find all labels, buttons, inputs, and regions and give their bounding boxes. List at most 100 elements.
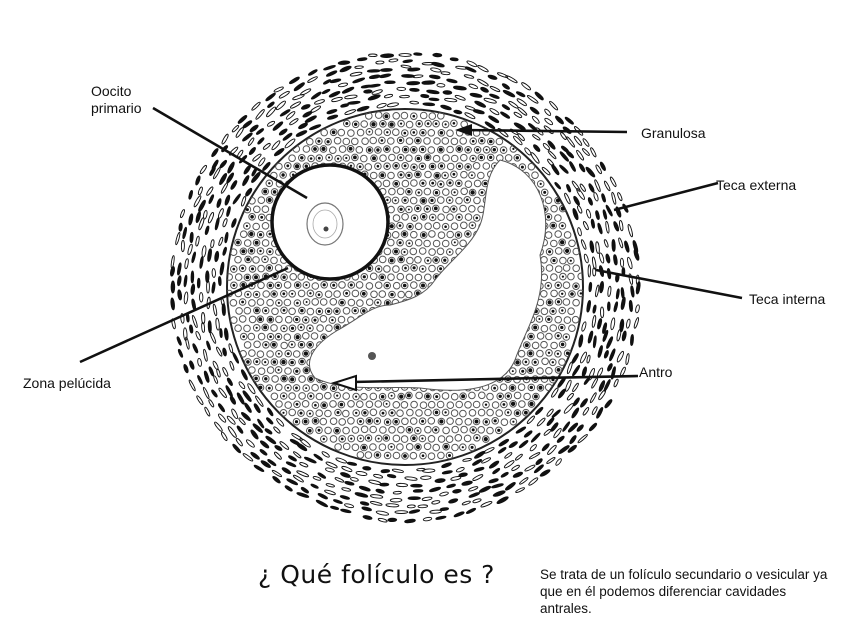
theca-cell	[630, 285, 635, 298]
granulosa-cell	[301, 400, 310, 408]
theca-cell	[401, 74, 415, 78]
granulosa-nucleus	[579, 292, 583, 295]
theca-cell	[421, 80, 436, 85]
granulosa-nucleus	[407, 428, 412, 432]
granulosa-cell	[333, 136, 342, 145]
granulosa-cell	[230, 265, 238, 273]
granulosa-cell	[459, 137, 468, 145]
theca-cell	[605, 253, 611, 264]
theca-cell	[524, 464, 536, 472]
granulosa-cell	[319, 145, 328, 153]
theca-cell	[526, 95, 539, 104]
granulosa-cell	[568, 290, 576, 298]
theca-cell	[429, 509, 442, 514]
granulosa-cell	[414, 256, 422, 264]
label-oocito-primario: Oocito primario	[91, 83, 142, 116]
granulosa-cell	[319, 315, 328, 323]
theca-cell	[264, 428, 273, 435]
theca-cell	[205, 270, 210, 284]
granulosa-cell	[531, 171, 539, 179]
theca-cell	[242, 175, 250, 187]
theca-cell	[578, 334, 584, 348]
granulosa-nucleus	[512, 147, 515, 150]
granulosa-cell	[382, 112, 391, 120]
granulosa-cell	[388, 409, 396, 417]
granulosa-nucleus	[349, 164, 353, 167]
granulosa-cell	[266, 350, 274, 358]
theca-cell	[627, 223, 633, 238]
granulosa-cell	[401, 179, 410, 188]
granulosa-cell	[302, 281, 311, 289]
granulosa-cell	[513, 154, 522, 162]
theca-cell	[396, 86, 407, 91]
granulosa-nucleus	[415, 291, 420, 296]
granulosa-cell	[369, 120, 378, 129]
granulosa-cell	[333, 290, 341, 298]
granulosa-cell	[401, 196, 409, 204]
granulosa-nucleus	[506, 394, 510, 398]
theca-cell	[547, 150, 557, 160]
theca-cell	[571, 407, 580, 419]
granulosa-cell	[284, 384, 292, 392]
granulosa-nucleus	[430, 198, 434, 202]
granulosa-cell	[451, 425, 460, 434]
granulosa-cell	[441, 408, 450, 417]
granulosa-cell	[279, 358, 288, 366]
theca-cell	[597, 222, 603, 235]
granulosa-cell	[409, 196, 418, 205]
theca-cell	[303, 456, 317, 464]
theca-cell	[468, 492, 481, 498]
theca-cell	[407, 67, 421, 72]
granulosa-cell	[397, 205, 405, 214]
granulosa-cell	[473, 146, 482, 154]
theca-cell	[211, 281, 216, 294]
granulosa-nucleus	[407, 190, 411, 194]
theca-cell	[551, 387, 559, 398]
granulosa-cell	[262, 375, 270, 383]
theca-cell	[315, 499, 329, 508]
granulosa-nucleus	[415, 444, 421, 450]
granulosa-cell	[392, 265, 400, 273]
granulosa-cell	[396, 443, 404, 451]
granulosa-nucleus	[321, 384, 326, 389]
theca-cell	[358, 485, 371, 492]
granulosa-nucleus	[556, 334, 560, 338]
granulosa-nucleus	[390, 292, 394, 297]
granulosa-cell	[549, 358, 557, 367]
theca-cell	[273, 147, 285, 157]
theca-cell	[515, 487, 526, 493]
granulosa-nucleus	[254, 275, 258, 280]
granulosa-nucleus	[439, 164, 444, 168]
granulosa-cell	[469, 154, 477, 163]
granulosa-nucleus	[533, 360, 537, 364]
theca-cell	[322, 79, 332, 85]
granulosa-cell	[302, 316, 310, 324]
theca-cell	[341, 466, 353, 472]
granulosa-cell	[261, 323, 270, 332]
granulosa-cell	[288, 307, 296, 316]
granulosa-cell	[369, 443, 377, 451]
granulosa-nucleus	[304, 318, 308, 322]
theca-cell	[282, 132, 293, 141]
granulosa-cell	[374, 111, 383, 119]
theca-cell	[238, 381, 246, 390]
theca-cell	[617, 192, 623, 202]
theca-cell	[562, 421, 571, 432]
theca-cell	[371, 89, 383, 95]
theca-cell	[626, 318, 631, 329]
theca-cell	[191, 251, 196, 264]
granulosa-nucleus	[282, 327, 286, 330]
theca-cell	[331, 96, 343, 103]
granulosa-cell	[387, 443, 396, 451]
theca-cell	[206, 186, 214, 196]
granulosa-cell	[554, 247, 563, 255]
granulosa-cell	[414, 238, 423, 247]
theca-cell	[607, 301, 611, 312]
theca-cell	[244, 402, 252, 413]
granulosa-nucleus	[367, 436, 370, 440]
granulosa-nucleus	[412, 131, 416, 134]
granulosa-cell	[319, 298, 328, 306]
theca-cell	[588, 422, 598, 432]
theca-cell	[613, 221, 620, 232]
theca-cell	[204, 406, 211, 417]
